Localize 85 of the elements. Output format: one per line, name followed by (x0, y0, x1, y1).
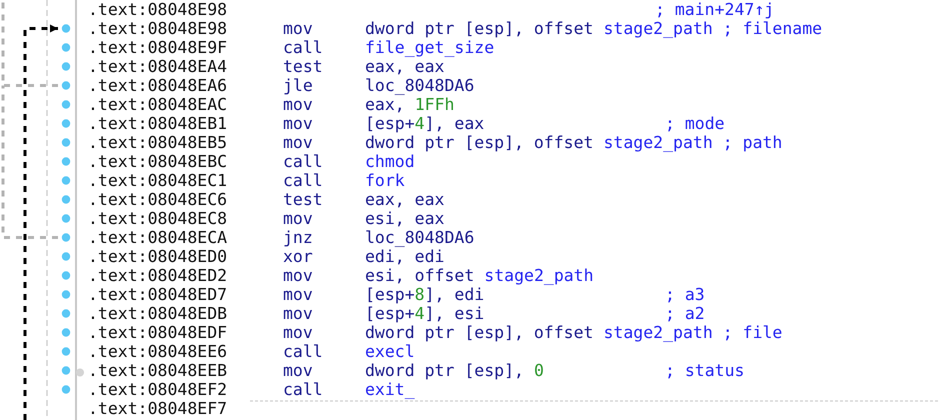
instruction-mnemonic: mov (283, 304, 313, 323)
operand-text: dword ptr [esp], offset (365, 19, 594, 38)
code-comment: ; a2 (665, 304, 705, 323)
operand-text: loc_8048DA6 (365, 76, 474, 95)
address-text: .text:08048ED2 (88, 266, 228, 285)
code-comment: ; main+247↑j (655, 0, 774, 19)
instruction-mnemonic: mov (283, 266, 313, 285)
jump-arrow (24, 24, 58, 420)
instruction-mnemonic: call (283, 38, 323, 57)
instruction-mnemonic: mov (283, 361, 313, 380)
address-text: .text:08048EDB (88, 304, 228, 323)
address-text: .text:08048EA4 (88, 57, 228, 76)
instruction-mnemonic: mov (283, 133, 313, 152)
instruction-mnemonic: jle (283, 76, 313, 95)
operand-text: esi, eax (365, 209, 444, 228)
address-text: .text:08048EB1 (88, 114, 228, 133)
operand-text: eax, eax (365, 57, 444, 76)
address-text: .text:08048EAC (88, 95, 228, 114)
operand-text: dword ptr [esp], (365, 361, 524, 380)
address-text: .text:08048EA6 (88, 76, 228, 95)
symbol-name: stage2_path (603, 133, 713, 152)
operand-text: ], edi (424, 285, 484, 304)
operand-text: [esp+ (365, 285, 415, 304)
number-literal: 4 (414, 304, 425, 323)
address-text: .text:08048E98 (88, 0, 228, 19)
symbol-name: stage2_path (484, 266, 594, 285)
number-literal: 4 (414, 114, 425, 133)
address-text: .text:08048EE6 (88, 342, 228, 361)
symbol-name: file_get_size (365, 38, 494, 57)
instruction-mnemonic: mov (283, 285, 313, 304)
code-comment: ; mode (665, 114, 725, 133)
address-text: .text:08048EF2 (88, 380, 228, 399)
operand-text: esi, offset (365, 266, 474, 285)
instruction-mnemonic: test (283, 57, 323, 76)
instruction-mnemonic: mov (283, 114, 313, 133)
operand-text: dword ptr [esp], offset (365, 133, 594, 152)
code-comment: ; status (665, 361, 744, 380)
address-text: .text:08048E98 (88, 19, 228, 38)
instruction-mnemonic: call (283, 152, 323, 171)
address-text: .text:08048E9F (88, 38, 228, 57)
code-comment: ; a3 (665, 285, 705, 304)
address-text: .text:08048EDF (88, 323, 228, 342)
symbol-name: execl (365, 342, 415, 361)
number-literal: 0 (534, 361, 544, 380)
code-comment: ; file (722, 323, 782, 342)
instruction-mnemonic: jnz (283, 228, 313, 247)
address-text: .text:08048EF7 (88, 399, 228, 418)
instruction-mnemonic: mov (283, 323, 313, 342)
symbol-name: stage2_path (603, 19, 713, 38)
jump-line (2, 0, 58, 87)
instruction-mnemonic: mov (283, 19, 313, 38)
symbol-name: stage2_path (603, 323, 713, 342)
instruction-mnemonic: call (283, 171, 323, 190)
number-literal: 8 (414, 285, 425, 304)
code-comment: ; path (722, 133, 782, 152)
symbol-name: fork (365, 171, 405, 190)
address-text: .text:08048EB5 (88, 133, 228, 152)
instruction-mnemonic: call (283, 380, 323, 399)
address-text: .text:08048EC1 (88, 171, 228, 190)
address-text: .text:08048EBC (88, 152, 228, 171)
operand-text: [esp+ (365, 304, 415, 323)
address-text: .text:08048ECA (88, 228, 228, 247)
operand-text: ], eax (424, 114, 484, 133)
address-text: .text:08048ED0 (88, 247, 228, 266)
instruction-mnemonic: call (283, 342, 323, 361)
instruction-mnemonic: test (283, 190, 323, 209)
instruction-mnemonic: mov (283, 95, 313, 114)
symbol-name: chmod (365, 152, 415, 171)
operand-text: eax, (365, 95, 405, 114)
address-text: .text:08048EC8 (88, 209, 228, 228)
operand-text: dword ptr [esp], offset (365, 323, 594, 342)
operand-text: edi, edi (365, 247, 444, 266)
number-literal: 1FFh (414, 95, 454, 114)
instruction-mnemonic: xor (283, 247, 313, 266)
operand-text: ], esi (424, 304, 484, 323)
address-text: .text:08048EEB (88, 361, 228, 380)
address-text: .text:08048ED7 (88, 285, 228, 304)
symbol-name: exit_ (365, 380, 415, 399)
jump-line (2, 86, 58, 239)
operand-text: loc_8048DA6 (365, 228, 474, 247)
operand-text: eax, eax (365, 190, 444, 209)
operand-text: [esp+ (365, 114, 415, 133)
instruction-mnemonic: mov (283, 209, 313, 228)
code-comment: ; filename (722, 19, 822, 38)
address-text: .text:08048EC6 (88, 190, 228, 209)
